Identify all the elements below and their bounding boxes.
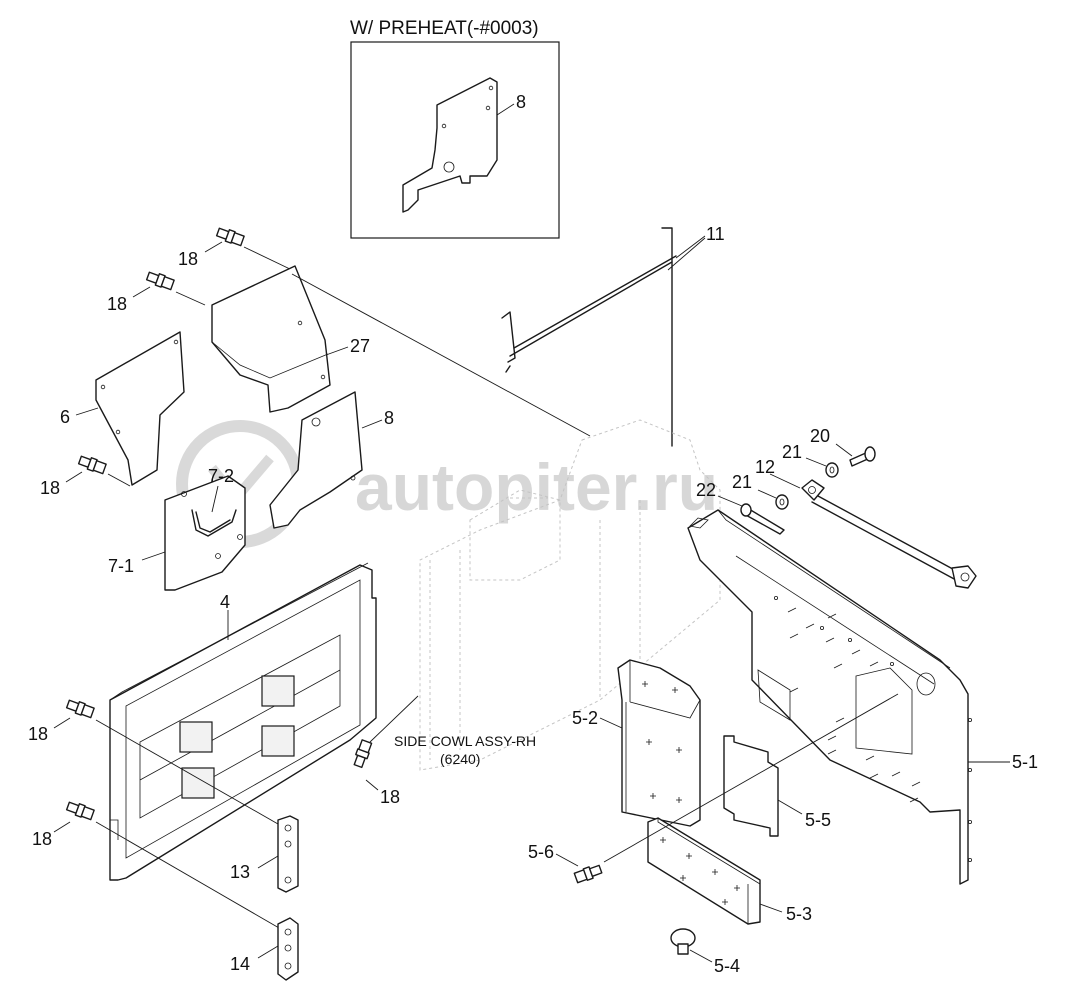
leader-18-e-to-14	[95, 821, 287, 933]
callout-18-a: 18	[178, 249, 198, 269]
part-22-clip-pin: 22	[696, 480, 785, 535]
callout-21-b: 21	[732, 472, 752, 492]
part-4-body	[109, 564, 377, 881]
leader-18-f	[369, 695, 419, 743]
callout-5-3: 5-3	[786, 904, 812, 924]
leader-18-c	[107, 473, 131, 487]
callout-18-d: 18	[28, 724, 48, 744]
inset-preheat: W/ PREHEAT(-#0003) 8	[350, 18, 560, 239]
part-5-6-bolt: 5-6	[528, 842, 603, 884]
inset-frame	[350, 41, 560, 239]
part-4-pad-4	[181, 767, 215, 799]
part-7-1-plate: 7-1	[108, 475, 246, 591]
callout-7-1: 7-1	[108, 556, 134, 576]
callout-5-4: 5-4	[714, 956, 740, 976]
part-5-2-foam-pad: 5-2	[572, 659, 701, 827]
part-12-link-rod: 12	[755, 457, 977, 589]
callout-12: 12	[755, 457, 775, 477]
part-4-pad-3	[261, 725, 295, 757]
part-27-body	[211, 265, 331, 413]
part-21-washer-left: 21	[732, 472, 789, 510]
bolt-18-mid-left: 18	[40, 455, 107, 498]
leader-18-d-to-13	[95, 719, 279, 825]
leader-11-b	[667, 237, 706, 271]
part-7-2-clip: 7-2	[191, 466, 237, 537]
bolt-18-frame-right: 18	[353, 739, 400, 807]
leader-27	[325, 346, 349, 356]
callout-6: 6	[60, 407, 70, 427]
part-7-1-body	[164, 475, 246, 591]
callout-4: 4	[220, 592, 230, 612]
callout-18-f: 18	[380, 787, 400, 807]
leader-8-inset	[496, 103, 515, 116]
leader-5-6-long	[603, 693, 899, 863]
part-21-washer-right: 21	[782, 442, 839, 478]
callout-14: 14	[230, 954, 250, 974]
part-4-pad-2	[179, 721, 213, 753]
part-11-rod: 11	[501, 224, 725, 447]
watermark: autopiter.ru	[176, 420, 718, 548]
callout-8: 8	[384, 408, 394, 428]
part-5-3-foam-block: 5-3	[647, 817, 812, 925]
inset-part-8	[402, 77, 498, 213]
callout-20: 20	[810, 426, 830, 446]
part-14-bracket: 14	[230, 917, 299, 981]
callout-11: 11	[706, 224, 725, 244]
part-5-1-studs	[774, 596, 973, 863]
part-6-bracket: 6	[60, 331, 185, 486]
callout-5-1: 5-1	[1012, 752, 1038, 772]
assembly-note-line1: SIDE COWL ASSY-RH	[394, 733, 536, 749]
bolt-18-second: 18	[107, 271, 175, 314]
inset-title: W/ PREHEAT(-#0003)	[350, 18, 539, 39]
bolt-18-top: 18	[178, 227, 245, 269]
part-7-2-body	[191, 509, 237, 537]
callout-7-2: 7-2	[208, 466, 234, 486]
part-5-1-side-panel: 5-1	[687, 509, 1038, 885]
callout-5-2: 5-2	[572, 708, 598, 728]
part-8-body	[269, 391, 363, 529]
callout-5-5: 5-5	[805, 810, 831, 830]
part-8-cover: 8	[269, 391, 394, 529]
part-5-4-plug: 5-4	[670, 928, 740, 976]
leader-7-2	[211, 485, 219, 513]
leader-18-b	[175, 291, 206, 306]
callout-8-inset: 8	[516, 92, 526, 112]
part-27-cover: 27	[211, 265, 370, 413]
inset-part-8-hole	[443, 161, 455, 173]
callout-22: 22	[696, 480, 716, 500]
bolt-18-frame-left-bottom: 18	[32, 801, 95, 849]
part-6-body	[95, 331, 185, 486]
leader-18-a-to-27	[243, 246, 293, 271]
leader-7-1	[141, 551, 166, 561]
callout-21-a: 21	[782, 442, 802, 462]
callout-13: 13	[230, 862, 250, 882]
leader-11-a	[675, 235, 706, 259]
part-5-5-sheet: 5-5	[723, 735, 831, 837]
part-13-bracket: 13	[230, 815, 299, 893]
callout-27: 27	[350, 336, 370, 356]
watermark-text: autopiter.ru	[355, 450, 718, 524]
leader-18-a-long	[291, 273, 591, 437]
part-4-pad-1	[261, 675, 295, 707]
callout-18-e: 18	[32, 829, 52, 849]
part-4-frame: 4	[109, 562, 377, 881]
assembly-note-line2: (6240)	[440, 751, 480, 767]
callout-18-b: 18	[107, 294, 127, 314]
part-5-1-body	[687, 509, 969, 885]
part-20-pin: 20	[810, 426, 876, 467]
callout-5-6: 5-6	[528, 842, 554, 862]
leader-8	[361, 419, 383, 429]
bolt-18-frame-left-top: 18	[28, 699, 95, 744]
callout-18-c: 18	[40, 478, 60, 498]
leader-6	[75, 407, 99, 416]
